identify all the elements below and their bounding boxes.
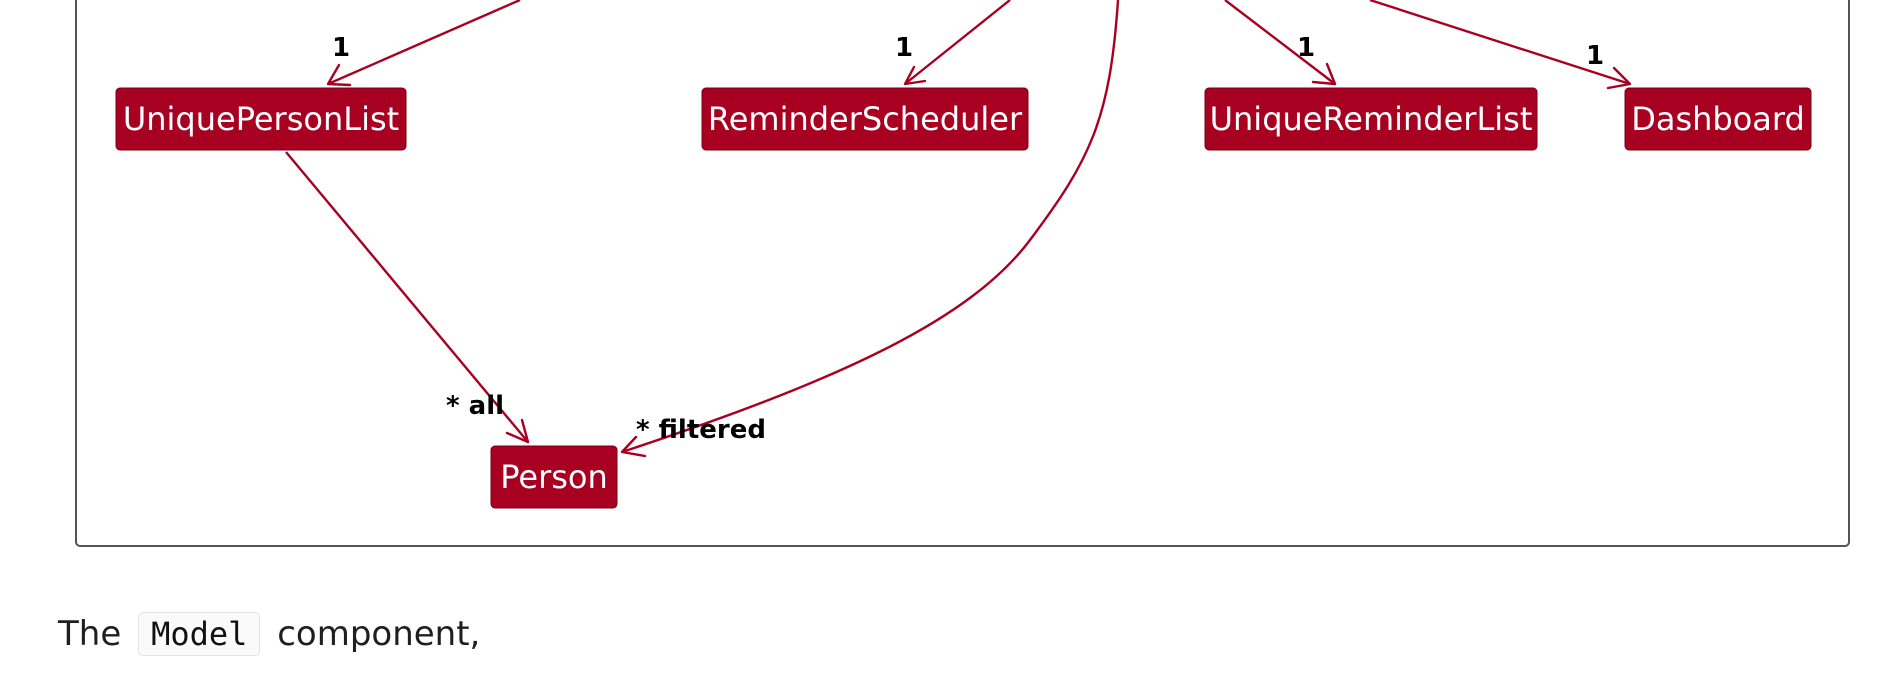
assoc-line-dashboard bbox=[1369, 0, 1631, 86]
assoc-line-reminder-scheduler bbox=[904, 0, 1011, 85]
class-unique-reminder-list: UniqueReminderList bbox=[1204, 87, 1538, 151]
multiplicity-person-filtered: * filtered bbox=[636, 415, 766, 445]
class-reminder-scheduler-name: ReminderScheduler bbox=[708, 100, 1023, 138]
multiplicity-unique-reminder-list: 1 bbox=[1297, 33, 1315, 63]
class-person-name: Person bbox=[500, 458, 608, 496]
multiplicity-unique-person-list: 1 bbox=[332, 33, 350, 63]
class-dashboard: Dashboard bbox=[1624, 87, 1812, 151]
class-reminder-scheduler: ReminderScheduler bbox=[701, 87, 1029, 151]
caption-suffix: component, bbox=[277, 614, 481, 654]
class-person: Person bbox=[490, 445, 618, 509]
multiplicity-dashboard: 1 bbox=[1586, 41, 1604, 71]
class-unique-person-list: UniquePersonList bbox=[115, 87, 407, 151]
multiplicity-person-all: * all bbox=[446, 391, 504, 421]
arrow-head-all-person bbox=[505, 418, 530, 444]
arrow-head-unique-reminder-list bbox=[1311, 62, 1337, 86]
assoc-line-filtered-person bbox=[621, 0, 1120, 454]
caption-prefix: The bbox=[58, 614, 122, 654]
assoc-line-unique-person-list bbox=[327, 0, 521, 86]
inline-code-model: Model bbox=[138, 612, 261, 656]
assoc-line-all-person bbox=[285, 151, 529, 443]
arrow-head-unique-person-list bbox=[326, 63, 352, 87]
arrow-head-reminder-scheduler bbox=[903, 65, 927, 86]
class-diagram: UniquePersonList ReminderScheduler Uniqu… bbox=[115, 0, 1812, 509]
class-dashboard-name: Dashboard bbox=[1631, 100, 1805, 138]
multiplicity-reminder-scheduler: 1 bbox=[895, 33, 913, 63]
arrow-head-filtered-person bbox=[620, 435, 647, 458]
assoc-line-unique-reminder-list bbox=[1224, 0, 1336, 85]
caption-text: The Model component, bbox=[58, 606, 480, 662]
class-unique-reminder-list-name: UniqueReminderList bbox=[1210, 100, 1533, 138]
arrow-head-dashboard bbox=[1606, 66, 1632, 90]
class-unique-person-list-name: UniquePersonList bbox=[123, 100, 399, 138]
